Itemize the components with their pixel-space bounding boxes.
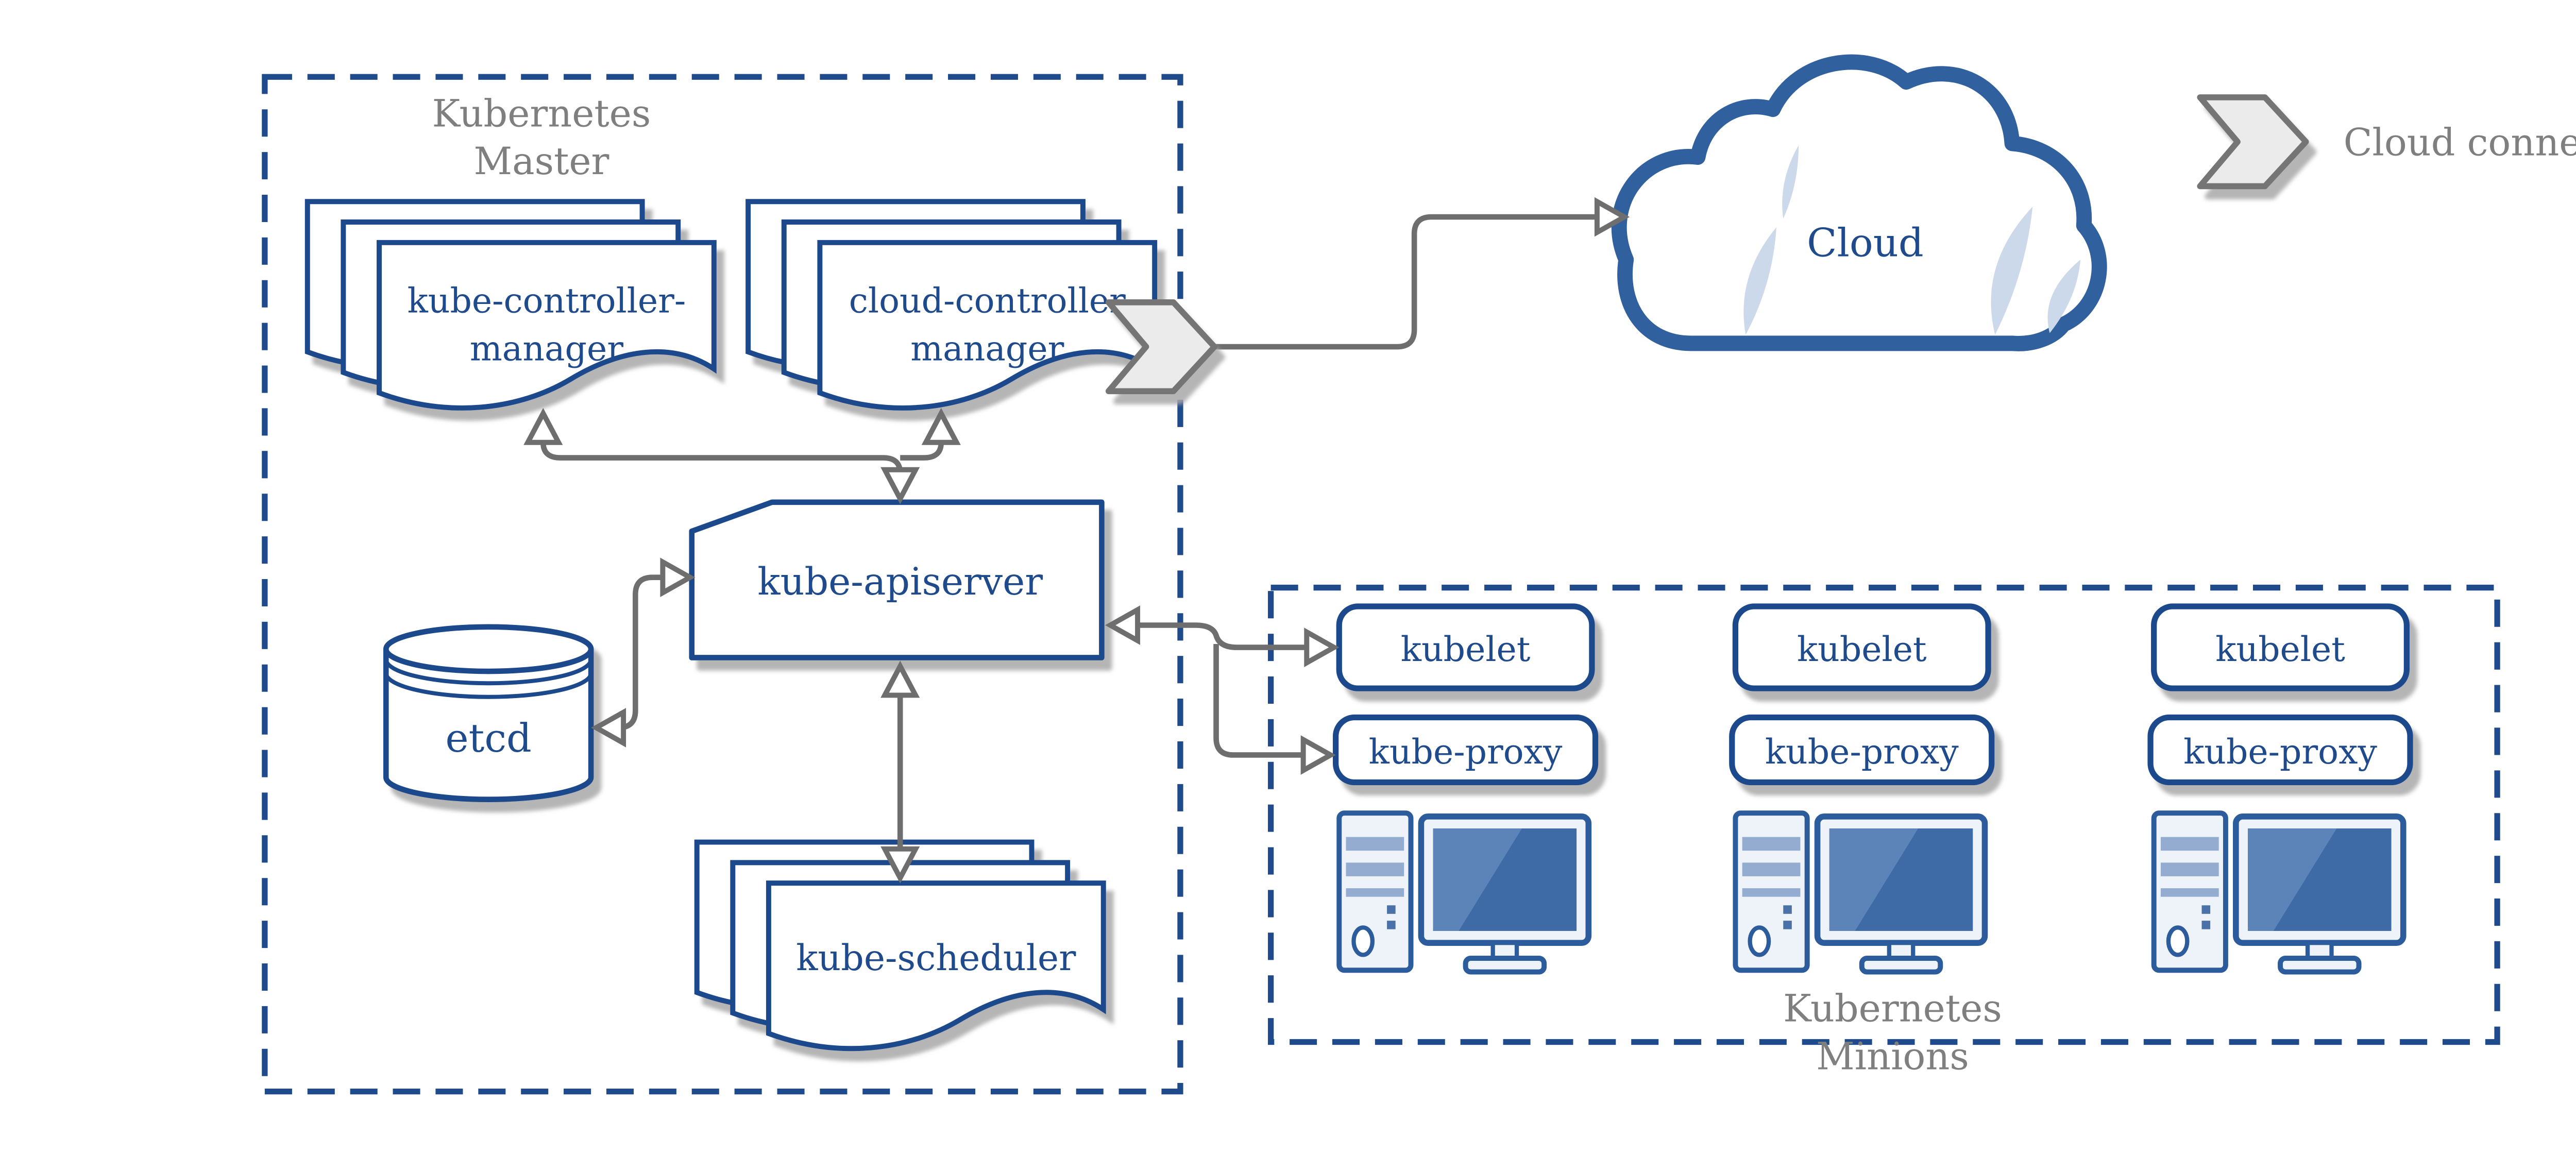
cloud-controller-manager-label-line2: manager <box>910 329 1064 369</box>
etcd-cylinder-body <box>383 649 594 802</box>
kube-scheduler-label: kube-scheduler <box>796 937 1076 979</box>
arrowhead-right-icon <box>660 557 696 598</box>
kube-controller-manager-node: kube-controller- manager <box>308 201 714 408</box>
arrow-apiserver-kubelet <box>1134 622 1312 650</box>
cloud-controller-manager-label-line1: cloud-controller <box>849 281 1126 321</box>
kube-proxy-label: kube-proxy <box>2183 732 2377 772</box>
etcd-label: etcd <box>446 715 532 761</box>
arrow-apiserver-kubeproxy <box>1213 643 1307 758</box>
arrowhead-up-icon <box>880 660 920 698</box>
arrowhead-down-icon <box>880 846 920 884</box>
arrowhead-right-icon <box>1594 197 1630 237</box>
kube-proxy-box <box>1332 714 1599 786</box>
arrowhead-down-icon <box>880 467 920 504</box>
kubelet-label: kubelet <box>2215 629 2345 669</box>
arrowhead-right-icon <box>1300 735 1336 775</box>
kube-apiserver-shape <box>689 499 1105 660</box>
master-title-line1: Kubernetes <box>432 92 651 135</box>
cloud-slash-icon <box>2047 259 2081 333</box>
cloud-slash-icon <box>1991 207 2033 335</box>
minions-title-line1: Kubernetes <box>1783 987 2002 1031</box>
kube-scheduler-node: kube-scheduler <box>697 842 1104 1049</box>
etcd-ring <box>384 659 594 686</box>
arrowhead-up-icon <box>921 408 961 445</box>
etcd-cylinder-top <box>383 624 594 674</box>
kube-apiserver-label: kube-apiserver <box>757 560 1043 604</box>
kubelet-box <box>1732 603 1991 691</box>
kube-proxy-box <box>2147 714 2413 786</box>
legend-label: Cloud connector <box>2344 121 2576 165</box>
arrowhead-right-icon <box>1304 628 1340 667</box>
kubelet-label: kubelet <box>1797 629 1927 669</box>
master-boundary-box <box>262 74 1183 1095</box>
cloud-controller-manager-node: cloud-controller manager <box>748 201 1155 408</box>
cloud-label: Cloud <box>1807 219 1924 265</box>
arrow-chevron-to-cloud <box>1216 214 1602 350</box>
cloud-slash-icon <box>1782 145 1799 219</box>
cloud-slash-icon <box>1743 227 1776 335</box>
kube-controller-manager-label-line1: kube-controller- <box>408 281 686 321</box>
kube-apiserver-node: kube-apiserver <box>689 499 1105 660</box>
minion-column-1: kubelet kube-proxy <box>1332 603 1599 972</box>
cloud-node: Cloud <box>1611 54 2107 351</box>
master-title-line2: Master <box>474 140 609 183</box>
legend-cloud-connector: Cloud connector <box>2200 97 2576 186</box>
arrowhead-left-icon <box>1105 605 1141 645</box>
etcd-node: etcd <box>383 624 594 802</box>
kube-proxy-label: kube-proxy <box>1765 732 1959 772</box>
minions-boundary-box <box>1268 584 2500 1045</box>
kubelet-box <box>2151 603 2410 691</box>
minion-column-2: kubelet kube-proxy <box>1729 603 1995 972</box>
arrowhead-left-icon <box>590 708 626 748</box>
kube-proxy-label: kube-proxy <box>1369 732 1563 772</box>
connector-lines <box>540 214 1602 854</box>
kubelet-label: kubelet <box>1401 629 1531 669</box>
kube-proxy-box <box>1729 714 1995 786</box>
arrowheads <box>523 197 1630 884</box>
etcd-ring <box>384 672 594 699</box>
minions-title-line2: Minions <box>1816 1035 1969 1079</box>
arrow-cloud-controller-branch <box>900 442 944 461</box>
minion-column-3: kubelet kube-proxy <box>2147 603 2413 972</box>
kube-controller-manager-label-line2: manager <box>470 329 623 369</box>
arrowhead-up-icon <box>523 408 563 445</box>
